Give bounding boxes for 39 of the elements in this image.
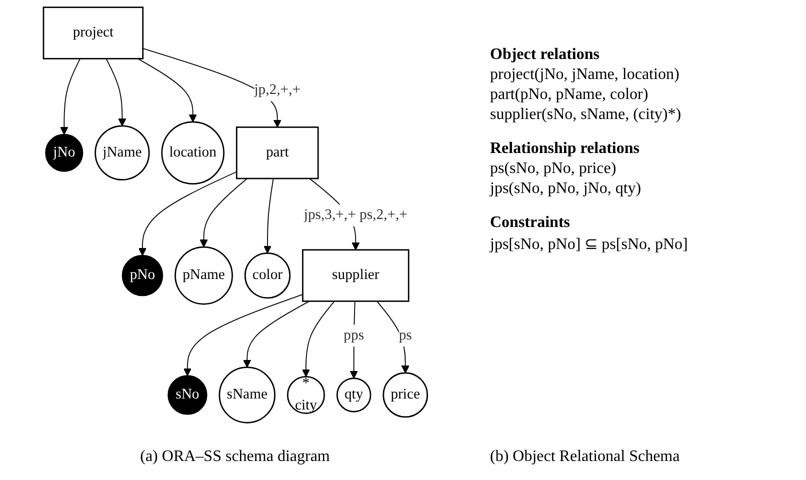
figure-caption: (b) Object Relational Schema <box>490 448 681 466</box>
schema-text: part(pNo, pName, color) <box>490 86 650 104</box>
section-heading: Relationship relations <box>490 140 640 158</box>
node-circle: color <box>244 252 290 299</box>
arrow <box>349 300 358 379</box>
section-heading: Constraints <box>490 214 572 232</box>
node-circle: jName <box>94 125 150 180</box>
figure-caption: (a) ORA–SS schema diagram <box>140 448 330 466</box>
arrow <box>302 300 334 377</box>
arrow <box>183 294 303 376</box>
section-heading: Object relations <box>490 46 600 64</box>
node-circle: sNo <box>167 375 207 415</box>
node-circle: jNo <box>44 134 83 172</box>
arrow <box>263 178 274 254</box>
arrow <box>60 58 80 135</box>
arrow <box>138 171 237 256</box>
node-box: project <box>42 6 144 60</box>
schema-text: jps(sNo, pNo, jNo, qty) <box>490 180 642 198</box>
node-box: supplier <box>302 249 409 302</box>
edge-label: ps <box>398 327 412 343</box>
arrow <box>242 300 310 368</box>
node-circle: pNo <box>121 254 163 296</box>
schema-text: supplier(sNo, sName, (city)*) <box>490 106 682 124</box>
node-box: part <box>236 126 318 180</box>
node-circle: price <box>382 372 428 418</box>
edge-label: jps,3,+,+ ps,2,+,+ <box>303 207 408 223</box>
arrow <box>105 58 126 126</box>
node-circle: sName <box>218 366 276 424</box>
edge-label: jp,2,+,+ <box>254 82 300 98</box>
node-circle: * city <box>286 376 325 414</box>
schema-text: jps[sNo, pNo] ⊆ ps[sNo, pNo] <box>490 235 689 254</box>
schema-text: project(jNo, jName, location) <box>490 66 680 84</box>
node-circle: location <box>160 121 224 184</box>
arrow <box>136 58 196 122</box>
edge-label: pps <box>343 327 364 343</box>
schema-text: ps(sNo, pNo, price) <box>490 160 618 178</box>
arrow <box>199 178 248 248</box>
node-circle: qty <box>336 378 371 412</box>
node-circle: pName <box>174 246 233 305</box>
